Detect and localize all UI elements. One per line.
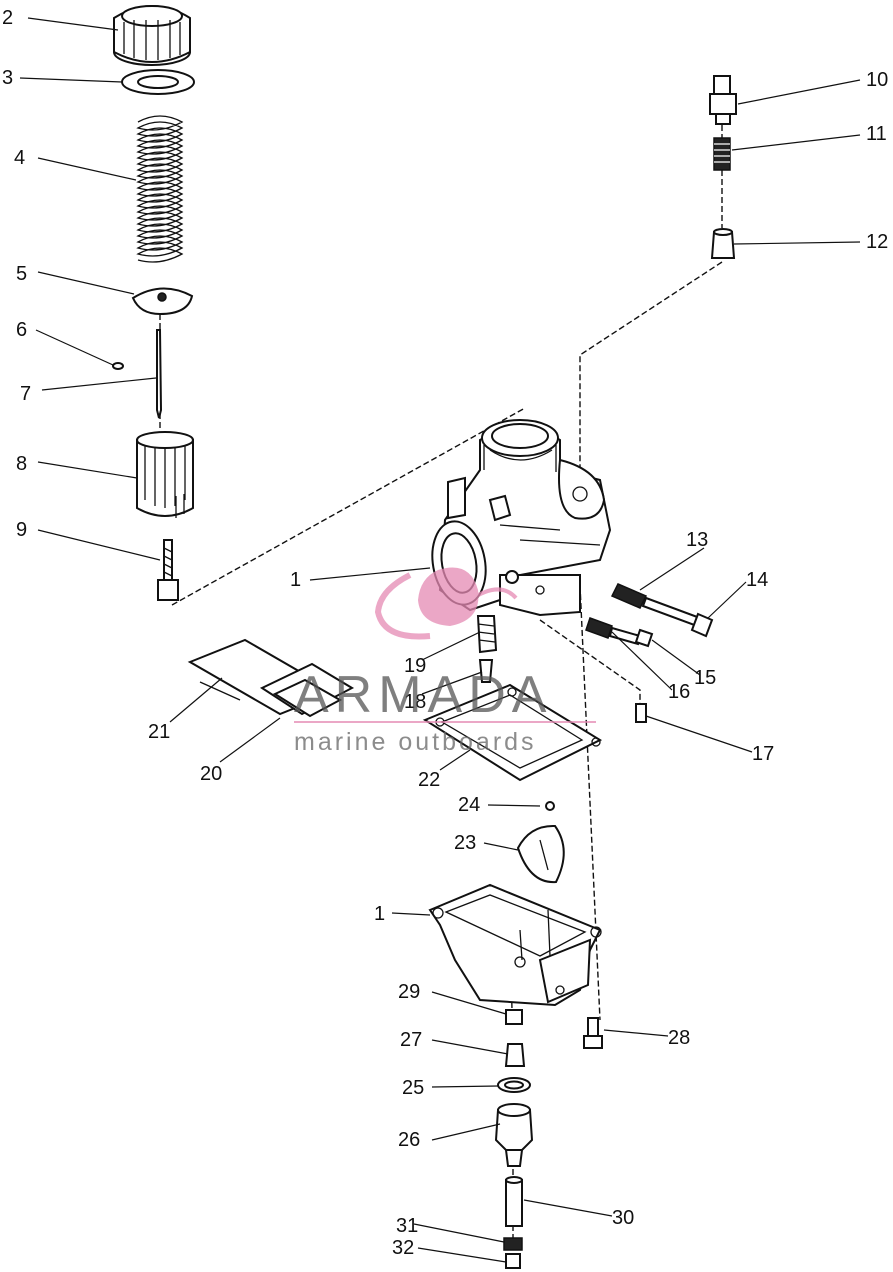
callout-15: 15: [694, 667, 716, 689]
callout-7: 7: [20, 383, 31, 405]
callout-13: 13: [686, 529, 708, 551]
armada-wave-logo-icon: [374, 567, 518, 640]
o-ring-part: [497, 1077, 531, 1093]
watermark-tagline: marine outboards: [294, 728, 537, 756]
callout-30: 30: [612, 1207, 634, 1229]
callout-20: 20: [200, 763, 222, 785]
callout-23: 23: [454, 832, 476, 854]
callout-6: 6: [16, 319, 27, 341]
throttle-valve-part: [136, 431, 194, 518]
leader-lines: [19, 17, 861, 1263]
cable-spring-part: [713, 137, 731, 171]
callout-24: 24: [458, 794, 480, 816]
callout-5: 5: [16, 263, 27, 285]
float-bowl-gasket-part: [422, 683, 603, 782]
callout-3: 3: [2, 67, 13, 89]
spring-part: [136, 115, 184, 263]
cable-adjuster-part: [709, 75, 737, 125]
idle-jet-part: [585, 617, 654, 648]
callout-1-top: 1: [290, 569, 301, 591]
callout-14: 14: [746, 569, 768, 591]
drain-tube-part: [505, 1176, 523, 1227]
washer-part: [121, 69, 195, 95]
callout-9: 9: [16, 519, 27, 541]
callout-2: 2: [2, 7, 13, 29]
drain-plug-part: [494, 1103, 534, 1167]
callout-32: 32: [392, 1237, 414, 1259]
needle-clip-plate-part: [131, 287, 194, 316]
callout-25: 25: [402, 1077, 424, 1099]
callout-16: 16: [668, 681, 690, 703]
main-jet-part: [505, 1009, 523, 1025]
callout-10: 10: [866, 69, 888, 91]
carburetor-body-part: [431, 419, 612, 617]
valve-seat-part: [504, 1043, 526, 1067]
pilot-air-screw-part: [610, 583, 714, 638]
callout-11: 11: [866, 123, 887, 145]
callout-18: 18: [404, 691, 426, 713]
throttle-stop-screw-part: [157, 539, 179, 601]
callout-19: 19: [404, 655, 426, 677]
intake-gasket-part: [187, 638, 355, 718]
callout-1-bowl: 1: [374, 903, 385, 925]
callout-29: 29: [398, 981, 420, 1003]
jet-needle-part: [156, 329, 163, 419]
armada-watermark: ARMADA marine outboards: [294, 567, 596, 756]
callout-27: 27: [400, 1029, 422, 1051]
cable-end-part: [710, 228, 736, 259]
callout-labels: 2 3 4 5 6 7 8 9 10 11 12 13 14 15 16 17 …: [2, 7, 888, 1259]
callout-31: 31: [396, 1215, 418, 1237]
callout-21: 21: [148, 721, 170, 743]
callout-26: 26: [398, 1129, 420, 1151]
callout-17: 17: [752, 743, 774, 765]
needle-jet-part: [476, 615, 498, 683]
callout-28: 28: [668, 1027, 690, 1049]
bowl-screw-part: [583, 1017, 603, 1049]
callout-8: 8: [16, 453, 27, 475]
callout-12: 12: [866, 231, 888, 253]
small-screw-part: [635, 703, 647, 723]
watermark-brand: ARMADA: [294, 666, 552, 724]
float-bowl-part: [428, 883, 602, 1007]
callout-22: 22: [418, 769, 440, 791]
bottom-spring-screw-part: [503, 1237, 523, 1269]
float-part: [516, 801, 565, 884]
callout-4: 4: [14, 147, 25, 169]
top-cap-part: [113, 5, 191, 66]
e-clip-part: [112, 362, 124, 370]
